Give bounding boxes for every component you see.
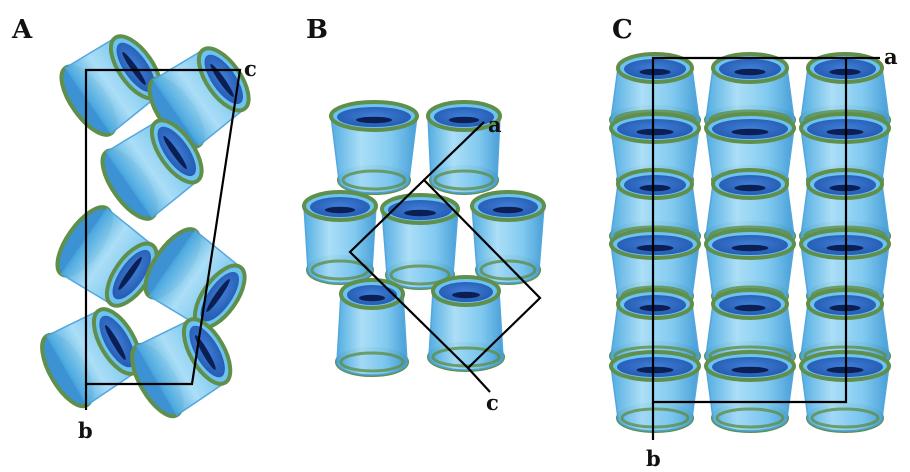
panel-c: C a b — [611, 15, 898, 471]
panel-b: B a c — [304, 15, 544, 415]
cyclodextrin-molecule — [429, 277, 503, 370]
panel-c-axis-a-label: a — [884, 44, 898, 69]
panel-a-axis-c-label: c — [244, 56, 257, 81]
panel-b-molecules — [304, 102, 544, 375]
panel-a-axis-b-label: b — [78, 418, 93, 443]
panel-b-axis-c-label: c — [486, 390, 499, 415]
panel-b-letter: B — [306, 15, 328, 45]
cyclodextrin-molecule — [472, 192, 544, 283]
panel-b-axis-a-label: a — [488, 112, 502, 137]
cyclodextrin-molecule — [331, 102, 417, 193]
panel-a: A c b — [11, 15, 260, 443]
cyclodextrin-molecule — [122, 308, 241, 423]
cyclodextrin-molecule — [611, 352, 699, 431]
panel-c-axis-b-label: b — [646, 446, 661, 471]
panel-a-molecules — [32, 25, 260, 424]
panel-b-axis-c-line — [468, 368, 490, 392]
panel-c-letter: C — [612, 15, 633, 45]
panel-a-letter: A — [11, 15, 33, 45]
cyclodextrin-molecule — [706, 352, 794, 431]
cyclodextrin-molecule — [337, 280, 407, 375]
